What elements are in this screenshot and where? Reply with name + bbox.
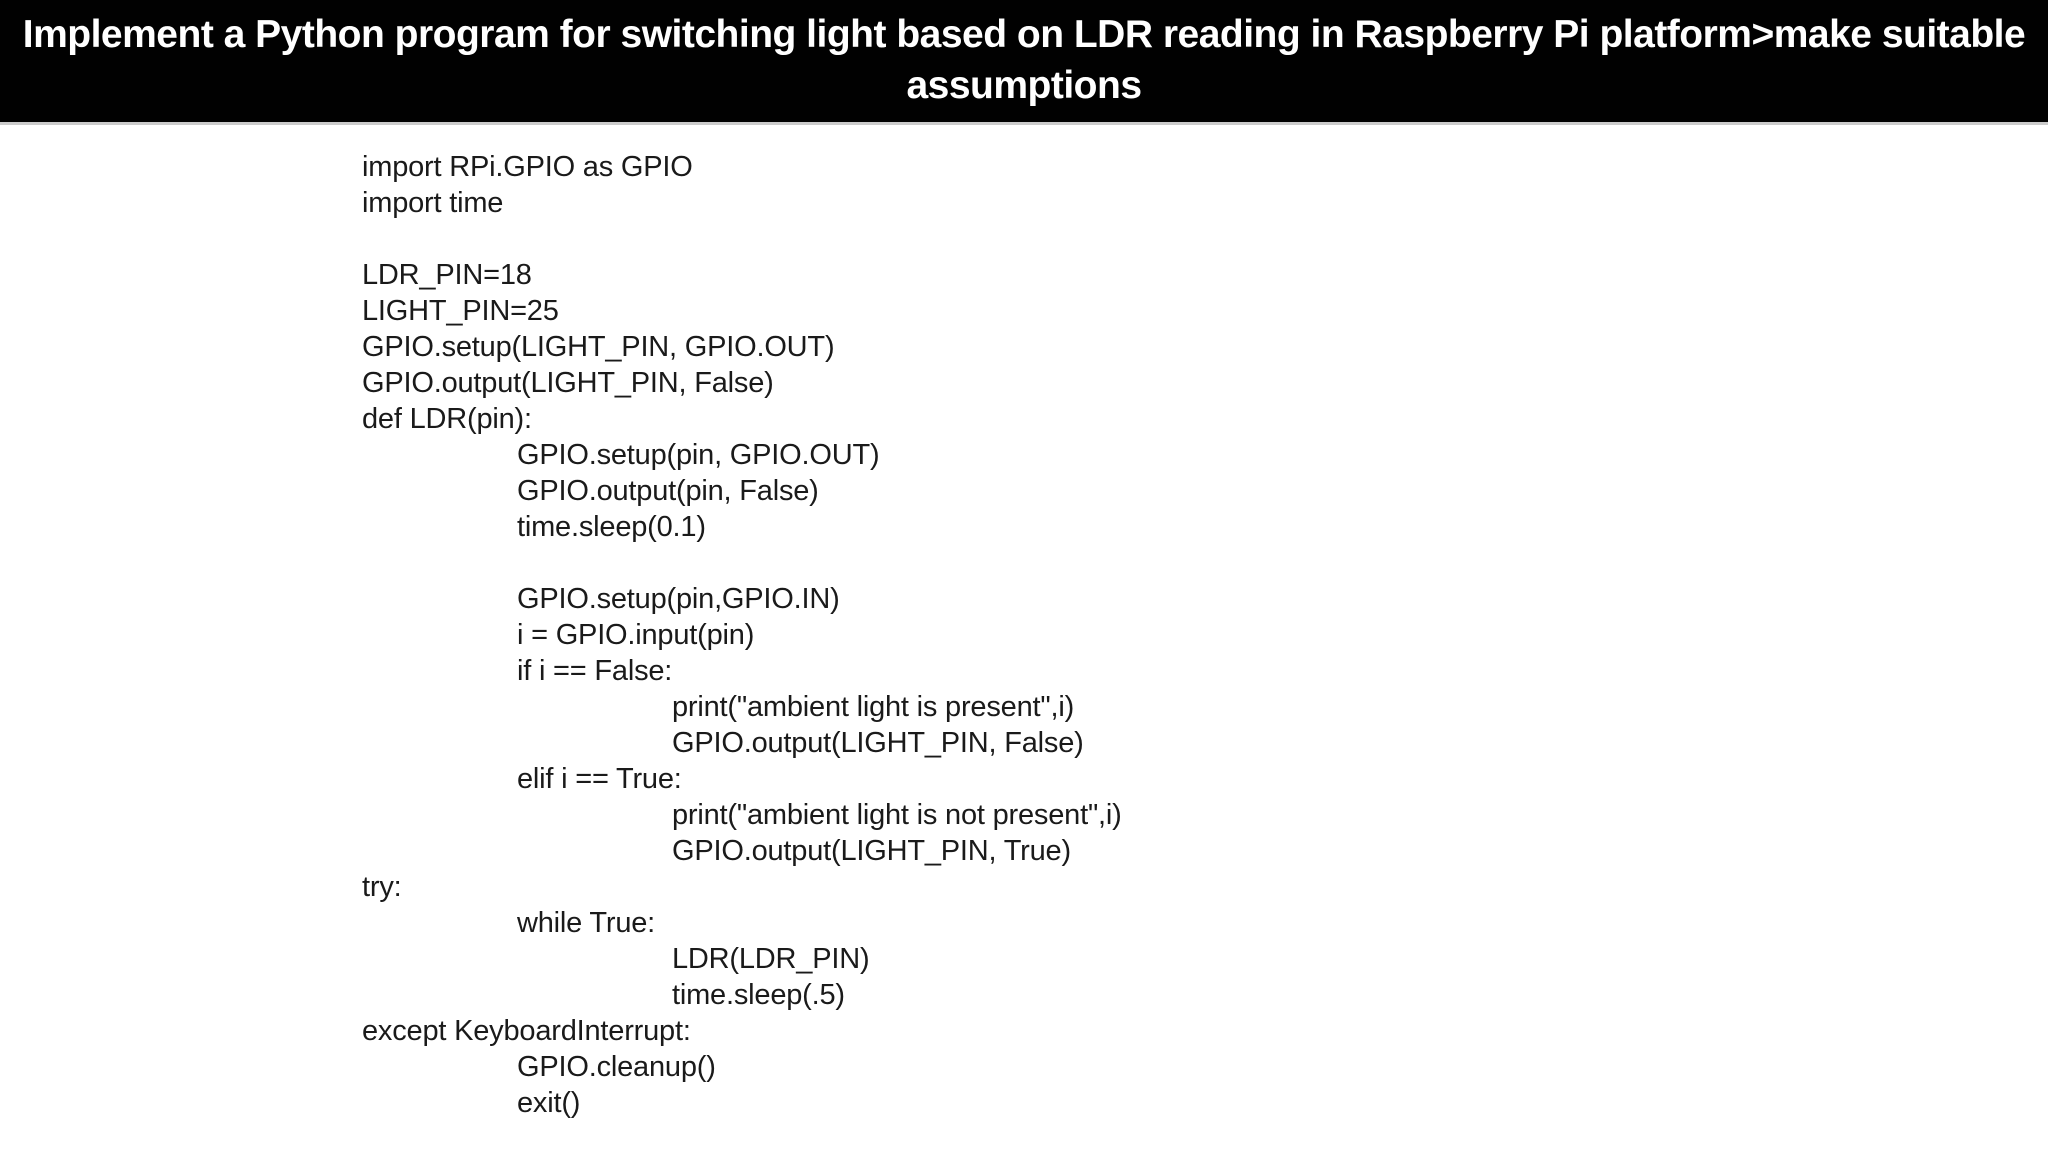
- code-line: except KeyboardInterrupt:: [362, 1015, 691, 1047]
- code-line: time.sleep(0.1): [517, 511, 706, 543]
- code-line: import RPi.GPIO as GPIO: [362, 151, 693, 183]
- code-area: import RPi.GPIO as GPIO import time LDR_P…: [0, 125, 2048, 1152]
- code-block: import RPi.GPIO as GPIO import time LDR_P…: [0, 125, 2048, 1121]
- code-line: print("ambient light is not present",i): [672, 799, 1122, 831]
- code-line: LIGHT_PIN=25: [362, 295, 559, 327]
- code-line: LDR(LDR_PIN): [672, 943, 870, 975]
- code-line: GPIO.setup(LIGHT_PIN, GPIO.OUT): [362, 331, 835, 363]
- code-line: GPIO.output(LIGHT_PIN, False): [362, 367, 774, 399]
- code-line: def LDR(pin):: [362, 403, 532, 435]
- code-line: GPIO.setup(pin,GPIO.IN): [517, 583, 840, 615]
- code-line: GPIO.output(LIGHT_PIN, False): [672, 727, 1084, 759]
- code-line: while True:: [517, 907, 656, 939]
- code-line: i = GPIO.input(pin): [517, 619, 755, 651]
- code-line: print("ambient light is present",i): [672, 691, 1075, 723]
- code-line: GPIO.setup(pin, GPIO.OUT): [517, 439, 880, 471]
- code-line: GPIO.output(LIGHT_PIN, True): [672, 835, 1071, 867]
- page-title-line-1: Implement a Python program for switching…: [22, 13, 2026, 56]
- code-line: [362, 545, 2048, 581]
- page-title-line-2: assumptions: [906, 64, 1142, 107]
- code-line: exit(): [517, 1087, 581, 1119]
- code-line: try:: [362, 871, 402, 903]
- code-line: LDR_PIN=18: [362, 259, 532, 291]
- code-line: elif i == True:: [517, 763, 682, 795]
- code-line: GPIO.cleanup(): [517, 1051, 716, 1083]
- code-line: import time: [362, 187, 504, 219]
- code-line: [362, 221, 2048, 257]
- code-line: if i == False:: [517, 655, 673, 687]
- code-line: GPIO.output(pin, False): [517, 475, 819, 507]
- header-divider: [0, 122, 2048, 125]
- title-bar: Implement a Python program for switching…: [0, 0, 2048, 122]
- code-line: time.sleep(.5): [672, 979, 845, 1011]
